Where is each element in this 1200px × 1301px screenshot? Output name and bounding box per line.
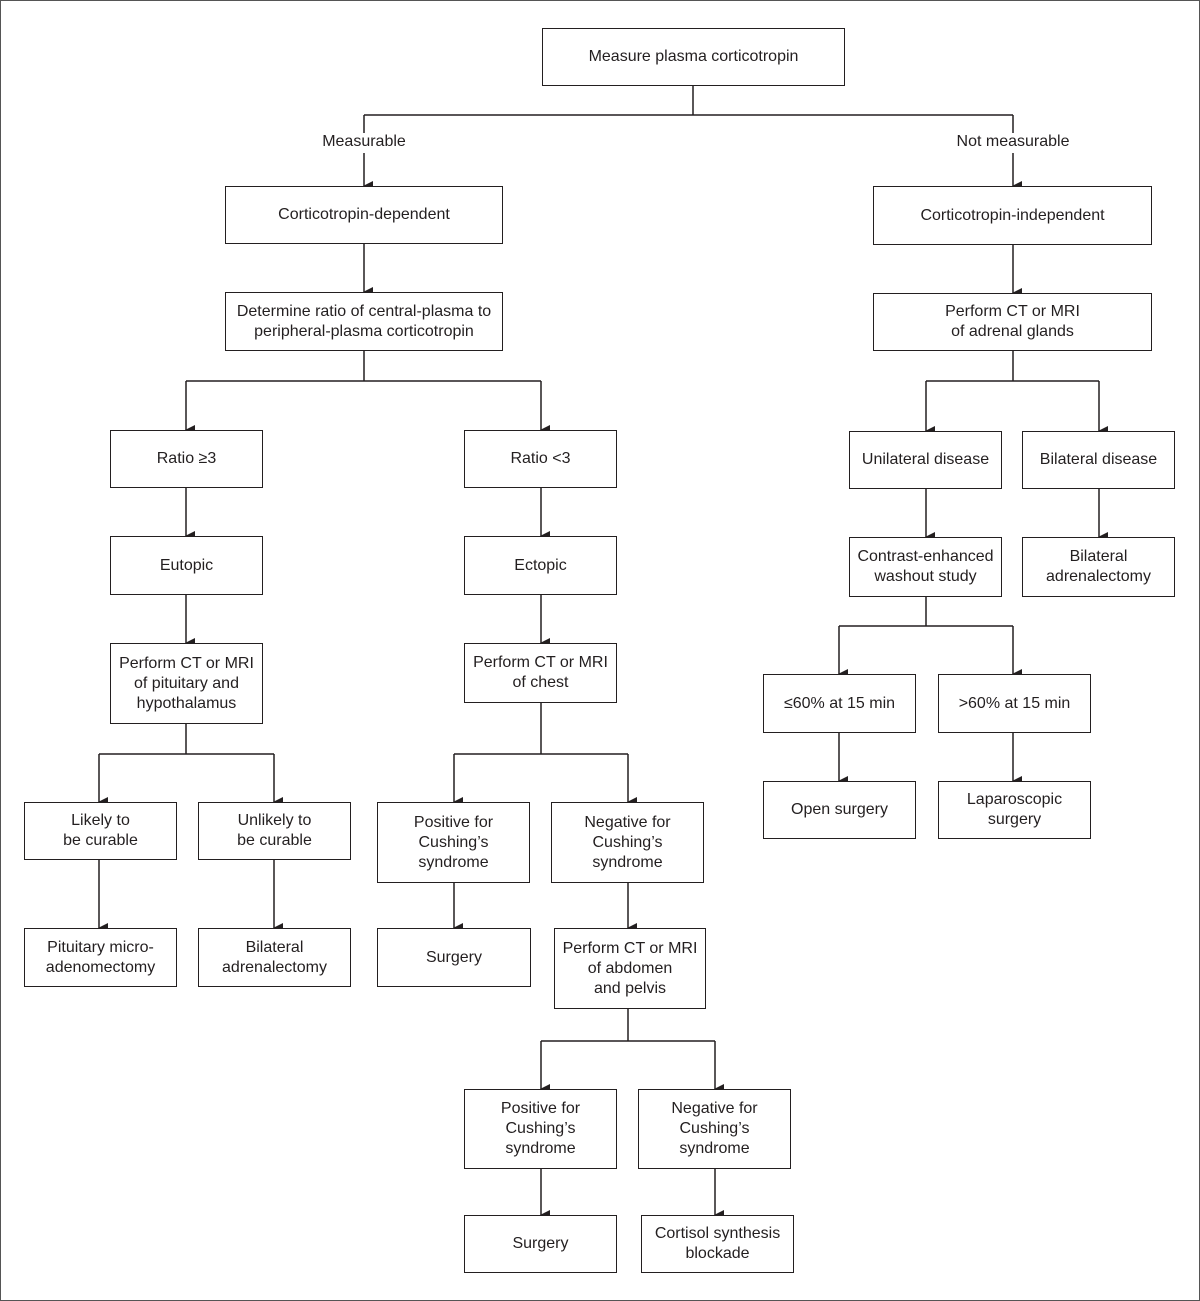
node-bilateral-disease: Bilateral disease <box>1022 431 1175 489</box>
node-bilateral-adrenalectomy-left: Bilateral adrenalectomy <box>198 928 351 987</box>
node-ct-mri-abdomen: Perform CT or MRI of abdomen and pelvis <box>554 928 706 1009</box>
edge-label-measurable: Measurable <box>322 133 406 150</box>
node-open-surgery: Open surgery <box>763 781 916 839</box>
node-corticotropin-dependent: Corticotropin-dependent <box>225 186 503 244</box>
node-ct-mri-adrenal: Perform CT or MRI of adrenal glands <box>873 293 1152 351</box>
node-pituitary-microadenomectomy: Pituitary micro- adenomectomy <box>24 928 177 987</box>
node-cortisol-synthesis-blockade: Cortisol synthesis blockade <box>641 1215 794 1273</box>
node-washout-study: Contrast-enhanced washout study <box>849 537 1002 597</box>
node-negative-abdomen: Negative for Cushing’s syndrome <box>638 1089 791 1169</box>
node-negative-chest: Negative for Cushing’s syndrome <box>551 802 704 883</box>
node-gt-60-percent: >60% at 15 min <box>938 674 1091 733</box>
node-ectopic: Ectopic <box>464 536 617 595</box>
node-ct-mri-chest: Perform CT or MRI of chest <box>464 643 617 703</box>
node-unlikely-curable: Unlikely to be curable <box>198 802 351 860</box>
node-positive-chest: Positive for Cushing’s syndrome <box>377 802 530 883</box>
node-eutopic: Eutopic <box>110 536 263 595</box>
node-bilateral-adrenalectomy-right: Bilateral adrenalectomy <box>1022 537 1175 597</box>
node-surgery-abdomen: Surgery <box>464 1215 617 1273</box>
node-likely-curable: Likely to be curable <box>24 802 177 860</box>
node-ratio-ge-3: Ratio ≥3 <box>110 430 263 488</box>
node-unilateral-disease: Unilateral disease <box>849 431 1002 489</box>
node-ct-mri-pituitary: Perform CT or MRI of pituitary and hypot… <box>110 643 263 724</box>
node-le-60-percent: ≤60% at 15 min <box>763 674 916 733</box>
node-determine-ratio: Determine ratio of central-plasma to per… <box>225 292 503 351</box>
node-measure-plasma-corticotropin: Measure plasma corticotropin <box>542 28 845 86</box>
node-laparoscopic-surgery: Laparoscopic surgery <box>938 781 1091 839</box>
node-ratio-lt-3: Ratio <3 <box>464 430 617 488</box>
edge-label-not-measurable: Not measurable <box>956 133 1070 150</box>
node-corticotropin-independent: Corticotropin-independent <box>873 186 1152 245</box>
node-surgery-chest: Surgery <box>377 928 531 987</box>
node-positive-abdomen: Positive for Cushing’s syndrome <box>464 1089 617 1169</box>
